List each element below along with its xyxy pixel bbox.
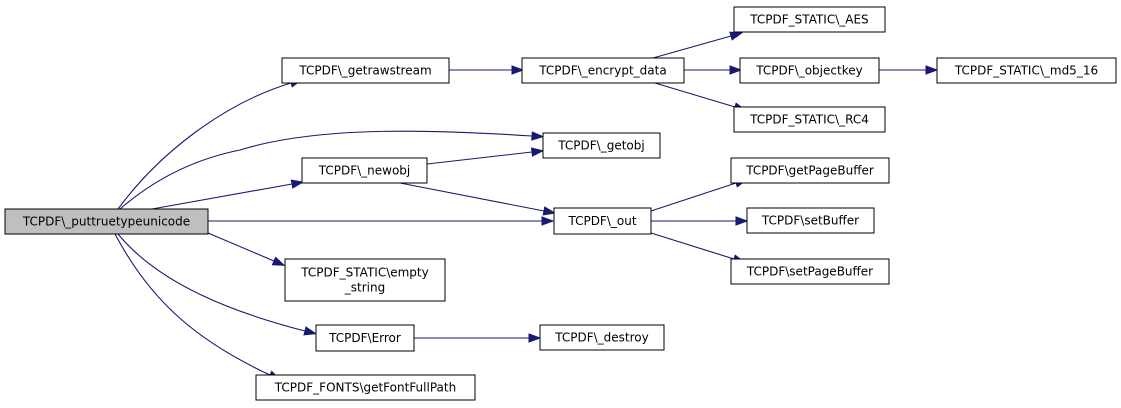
node-label: TCPDF\_puttruetypeunicode [22, 215, 190, 229]
node-destroy[interactable]: TCPDF\_destroy [539, 324, 665, 351]
edge-out-to-setpagebuffer [650, 232, 746, 264]
node-box[interactable] [730, 157, 890, 184]
node-label: TCPDF\_encrypt_data [538, 64, 666, 78]
node-box[interactable] [936, 57, 1117, 84]
node-error[interactable]: TCPDF\Error [315, 324, 415, 352]
edge-encrypt_data-to-rc4 [654, 82, 747, 112]
edge-encrypt_data-to-objectkey [684, 65, 743, 75]
node-label: TCPDF_STATIC\_md5_16 [954, 64, 1098, 78]
edge-arrowhead [303, 326, 318, 336]
node-label: _string [344, 281, 385, 295]
node-setbuffer[interactable]: TCPDF\setBuffer [746, 207, 875, 234]
edge-arrowhead [531, 131, 545, 141]
node-getpagebuffer[interactable]: TCPDF\getPageBuffer [730, 157, 890, 184]
edge-puttruetypeunicode-to-error [117, 233, 318, 336]
node-label: TCPDF\_newobj [318, 164, 411, 178]
edge-out-to-setbuffer [651, 216, 749, 226]
node-label: TCPDF\_out [567, 214, 636, 228]
node-box[interactable] [521, 57, 685, 84]
node-box[interactable] [730, 258, 890, 285]
node-label: TCPDF_STATIC\_AES [749, 13, 868, 27]
node-box[interactable] [746, 207, 875, 234]
edge-line [119, 130, 533, 210]
edge-puttruetypeunicode-to-out [208, 216, 555, 226]
node-label: TCPDF\setPageBuffer [746, 265, 873, 279]
node-box[interactable] [733, 106, 886, 133]
edge-line [426, 151, 533, 165]
node-label: TCPDF_STATIC\empty [300, 266, 428, 280]
edge-newobj-to-out [399, 182, 557, 216]
edge-newobj-to-getobj [426, 147, 545, 165]
node-label: TCPDF\_getrawstream [298, 64, 431, 78]
node-md5-16[interactable]: TCPDF_STATIC\_md5_16 [936, 57, 1117, 84]
node-getrawstream[interactable]: TCPDF\_getrawstream [281, 57, 450, 84]
edge-line [207, 232, 275, 262]
edge-getrawstream-to-encrypt_data [449, 65, 525, 75]
node-label: TCPDF\Error [328, 331, 401, 345]
edge-line [151, 183, 293, 210]
node-empty-string[interactable]: TCPDF_STATIC\empty_string [284, 258, 446, 302]
edge-arrowhead [541, 216, 555, 226]
edge-arrowhead [528, 333, 542, 343]
node-label: TCPDF\_objectkey [755, 64, 862, 78]
node-newobj[interactable]: TCPDF\_newobj [301, 157, 428, 184]
node-box[interactable] [542, 132, 661, 159]
edge-line [650, 232, 735, 260]
edge-error-to-destroy [414, 333, 542, 343]
node-label: TCPDF\_getobj [557, 139, 644, 153]
node-box[interactable] [284, 258, 446, 302]
edge-arrowhead [290, 179, 305, 189]
edges-layer [114, 31, 939, 381]
edge-line [399, 182, 545, 212]
node-objectkey[interactable]: TCPDF\_objectkey [739, 57, 880, 84]
node-out[interactable]: TCPDF\_out [553, 207, 652, 235]
node-encrypt-data[interactable]: TCPDF\_encrypt_data [521, 57, 685, 84]
node-aes[interactable]: TCPDF_STATIC\_AES [733, 6, 886, 33]
node-box[interactable] [281, 57, 450, 84]
edge-arrowhead [530, 147, 545, 157]
edge-line [654, 82, 736, 108]
node-box[interactable] [301, 157, 428, 184]
node-label: TCPDF\_destroy [554, 331, 649, 345]
node-label: TCPDF_FONTS\getFontFullPath [274, 381, 456, 395]
nodes-layer: TCPDF\_puttruetypeunicode TCPDF\_getrawst… [4, 6, 1117, 401]
edge-arrowhead [729, 65, 743, 75]
node-puttruetypeunicode[interactable]: TCPDF\_puttruetypeunicode [4, 208, 209, 235]
edge-puttruetypeunicode-to-newobj [151, 179, 305, 210]
node-getfontfullpath[interactable]: TCPDF_FONTS\getFontFullPath [255, 374, 476, 401]
node-box[interactable] [553, 207, 652, 235]
node-box[interactable] [4, 208, 209, 235]
node-box[interactable] [315, 324, 415, 352]
node-rc4[interactable]: TCPDF_STATIC\_RC4 [733, 106, 886, 133]
edge-arrowhead [729, 31, 744, 41]
edge-puttruetypeunicode-to-empty_string [207, 232, 286, 266]
edge-line [117, 233, 306, 332]
edge-objectkey-to-md5_16 [879, 65, 939, 75]
edge-arrowhead [542, 206, 557, 216]
node-box[interactable] [539, 324, 665, 351]
edge-out-to-getpagebuffer [650, 178, 748, 212]
node-box[interactable] [733, 6, 886, 33]
edge-line [652, 35, 732, 59]
edge-arrowhead [271, 256, 286, 266]
node-label: TCPDF_STATIC\_RC4 [749, 113, 869, 127]
edge-arrowhead [735, 216, 749, 226]
edge-line [650, 182, 737, 212]
edge-arrowhead [925, 65, 939, 75]
node-box[interactable] [739, 57, 880, 84]
edge-puttruetypeunicode-to-getobj [119, 130, 545, 210]
edge-arrowhead [511, 65, 525, 75]
node-label: TCPDF\getPageBuffer [745, 164, 874, 178]
edge-line [117, 82, 292, 210]
edge-line [114, 233, 271, 376]
node-setpagebuffer[interactable]: TCPDF\setPageBuffer [730, 258, 890, 285]
node-box[interactable] [255, 374, 476, 401]
node-getobj[interactable]: TCPDF\_getobj [542, 132, 661, 159]
edge-encrypt_data-to-aes [652, 31, 744, 59]
node-label: TCPDF\setBuffer [761, 214, 859, 228]
